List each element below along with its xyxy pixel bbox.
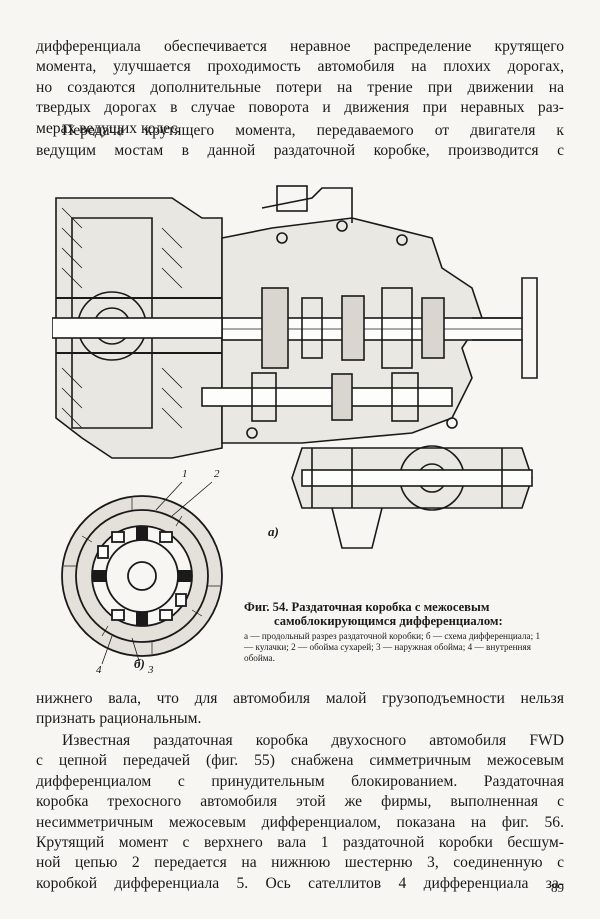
callout-1: 1 <box>182 468 188 480</box>
text-line: коробка трехосного автомобиля этой же фи… <box>36 793 564 811</box>
page-number: 89 <box>551 880 564 895</box>
caption-title-line: Фиг. 54. Раздаточная коробка с межосевым <box>244 600 490 614</box>
caption-legend: а — продольный разрез раздаточной коробк… <box>244 631 541 663</box>
text-line: несимметричным межосевым дифференциалом,… <box>36 813 564 831</box>
text-line: нижнего вала, что для автомобиля малой г… <box>36 690 564 707</box>
text-line: твердых дорогах в случае поворота и движ… <box>36 99 564 117</box>
text-line: дифференциалом с принудительным блокиров… <box>36 772 564 790</box>
paragraph-4: Известная раздаточная коробка двухосного… <box>36 731 564 894</box>
text-line: момента, улучшается проходимость автомоб… <box>36 58 564 76</box>
figure-label-a: а) <box>268 524 279 539</box>
figure-label-b: б) <box>134 656 145 671</box>
text-line: ведущим мостам в данной раздаточной коро… <box>36 142 564 160</box>
text-line: Передача крутящего момента, передаваемог… <box>62 122 564 139</box>
text-line: дифференциала обеспечивается неравное ра… <box>36 38 564 55</box>
text-line: мерах ведущих колес. <box>36 119 182 137</box>
figure-54: а) б) 1 2 4 3 <box>51 178 562 688</box>
text-line: но создаются дополнительные потери на тр… <box>36 78 564 96</box>
text-line: ной цепью 2 передается на нижнюю шестерн… <box>36 854 564 872</box>
text-line: признать рациональным. <box>36 710 202 728</box>
text-line: с цепной передачей (фиг. 55) снабжена си… <box>36 752 564 770</box>
text-line: коробкой дифференциала 5. Ось сателлитов… <box>36 874 564 892</box>
callout-2: 2 <box>214 468 220 480</box>
callout-3: 3 <box>148 664 154 676</box>
text-line: Крутящий момент с верхнего вала 1 раздат… <box>36 834 564 852</box>
caption-title: Фиг. 54. Раздаточная коробка с межосевым… <box>244 600 544 628</box>
paragraph-3: нижнего вала, что для автомобиля малой г… <box>36 689 564 730</box>
paragraph-2: Передача крутящего момента, передаваемог… <box>36 121 564 162</box>
transfer-case-drawing <box>51 185 538 665</box>
callout-4: 4 <box>96 664 102 676</box>
caption-title-line: самоблокирующимся дифференциалом: <box>274 614 503 628</box>
figure-caption: Фиг. 54. Раздаточная коробка с межосевым… <box>244 600 544 664</box>
text-line: Известная раздаточная коробка двухосного… <box>62 732 564 749</box>
paragraph-1: дифференциала обеспечивается неравное ра… <box>36 37 564 139</box>
